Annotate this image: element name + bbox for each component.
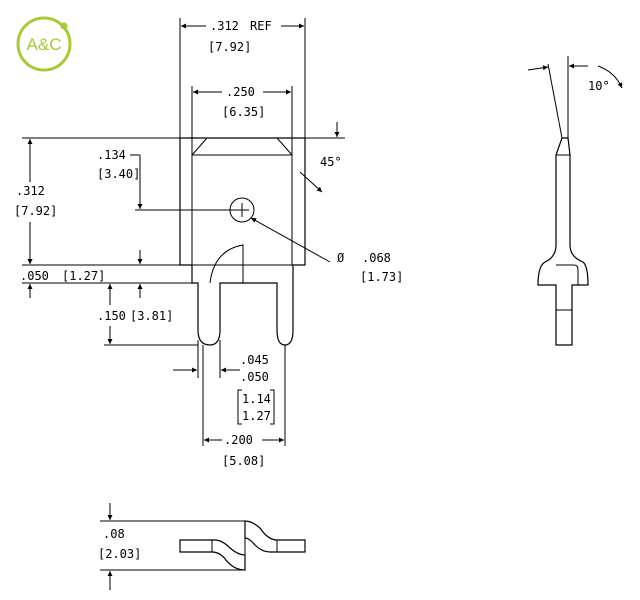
- dimension-chamfer-angle: 45°: [292, 122, 345, 193]
- dimension-inch: .08: [103, 527, 125, 541]
- dimension-mm-min: 1.14: [242, 392, 271, 406]
- dimension-mm: [6.35]: [222, 105, 265, 119]
- side-view-part: [537, 137, 589, 346]
- dimension-inch-max: .050: [240, 370, 269, 384]
- dimension-leg-length: .150 [3.81]: [97, 284, 198, 346]
- dimension-mm: [5.08]: [222, 454, 265, 468]
- front-view-part: [179, 137, 306, 346]
- bottom-view-part: [179, 520, 306, 571]
- diameter-symbol: Ø: [337, 251, 345, 265]
- dimension-mm: [1.27]: [62, 269, 105, 283]
- angle-label: 10°: [588, 79, 610, 93]
- dimension-arrow: [299, 171, 323, 193]
- terminal-outline: [179, 137, 306, 346]
- dimension-bottom-height: .08 [2.03]: [98, 503, 245, 590]
- dimension-inch: .050: [20, 269, 49, 283]
- chamfer-right: [276, 137, 293, 156]
- chamfer-left: [191, 137, 208, 156]
- bottom-profile-right: [244, 520, 306, 553]
- dimension-hole-diameter: Ø .068 [1.73]: [250, 217, 403, 284]
- tab-cutout: [209, 244, 244, 284]
- dimension-overall-width: .312 REF [7.92]: [179, 18, 306, 192]
- dimension-mm: [1.73]: [360, 270, 403, 284]
- mm-bracket: [237, 389, 242, 425]
- leader-line: [250, 217, 331, 263]
- angle-label: 45°: [320, 155, 342, 169]
- dimension-mm: [7.92]: [14, 204, 57, 218]
- angle-arc: [597, 65, 623, 89]
- dimension-inner-width: .250 [6.35]: [191, 85, 293, 155]
- dimension-mm: [3.40]: [97, 167, 140, 181]
- side-profile: [537, 137, 589, 346]
- dimension-overall-height: .312 [7.92]: [14, 137, 180, 266]
- dimension-inch: .150: [97, 309, 126, 323]
- dimension-note: REF: [250, 19, 272, 33]
- logo-ring: [16, 16, 72, 72]
- logo-text: A&C: [27, 35, 62, 54]
- dimension-inch: .312: [16, 184, 45, 198]
- dimension-inch-min: .045: [240, 353, 269, 367]
- dimension-inch: .250: [226, 85, 255, 99]
- dimension-inch: .134: [97, 148, 126, 162]
- dimension-mm: [7.92]: [208, 40, 251, 54]
- dimension-inch: .200: [224, 433, 253, 447]
- dimension-mm: [2.03]: [98, 547, 141, 561]
- dimension-slot-width: .045 .050 1.14 1.27: [173, 340, 275, 425]
- extension-line: [547, 63, 563, 139]
- company-logo: A&C: [16, 16, 72, 72]
- dimension-inch: .068: [362, 251, 391, 265]
- dimension-mm: [3.81]: [130, 309, 173, 323]
- dimension-hole-offset: .134 [3.40]: [97, 148, 235, 211]
- dimension-side-angle: 10°: [527, 56, 623, 139]
- dimension-mm-max: 1.27: [242, 409, 271, 423]
- dimension-inch: .312: [210, 19, 239, 33]
- dimension-arrow: [527, 65, 549, 71]
- logo-dot: [60, 22, 68, 30]
- side-bend-detail: [556, 264, 579, 285]
- mm-bracket: [270, 389, 275, 425]
- dimension-shoulder-height: .050 [1.27]: [20, 250, 198, 298]
- dimension-leg-spacing: .200 [5.08]: [202, 345, 286, 468]
